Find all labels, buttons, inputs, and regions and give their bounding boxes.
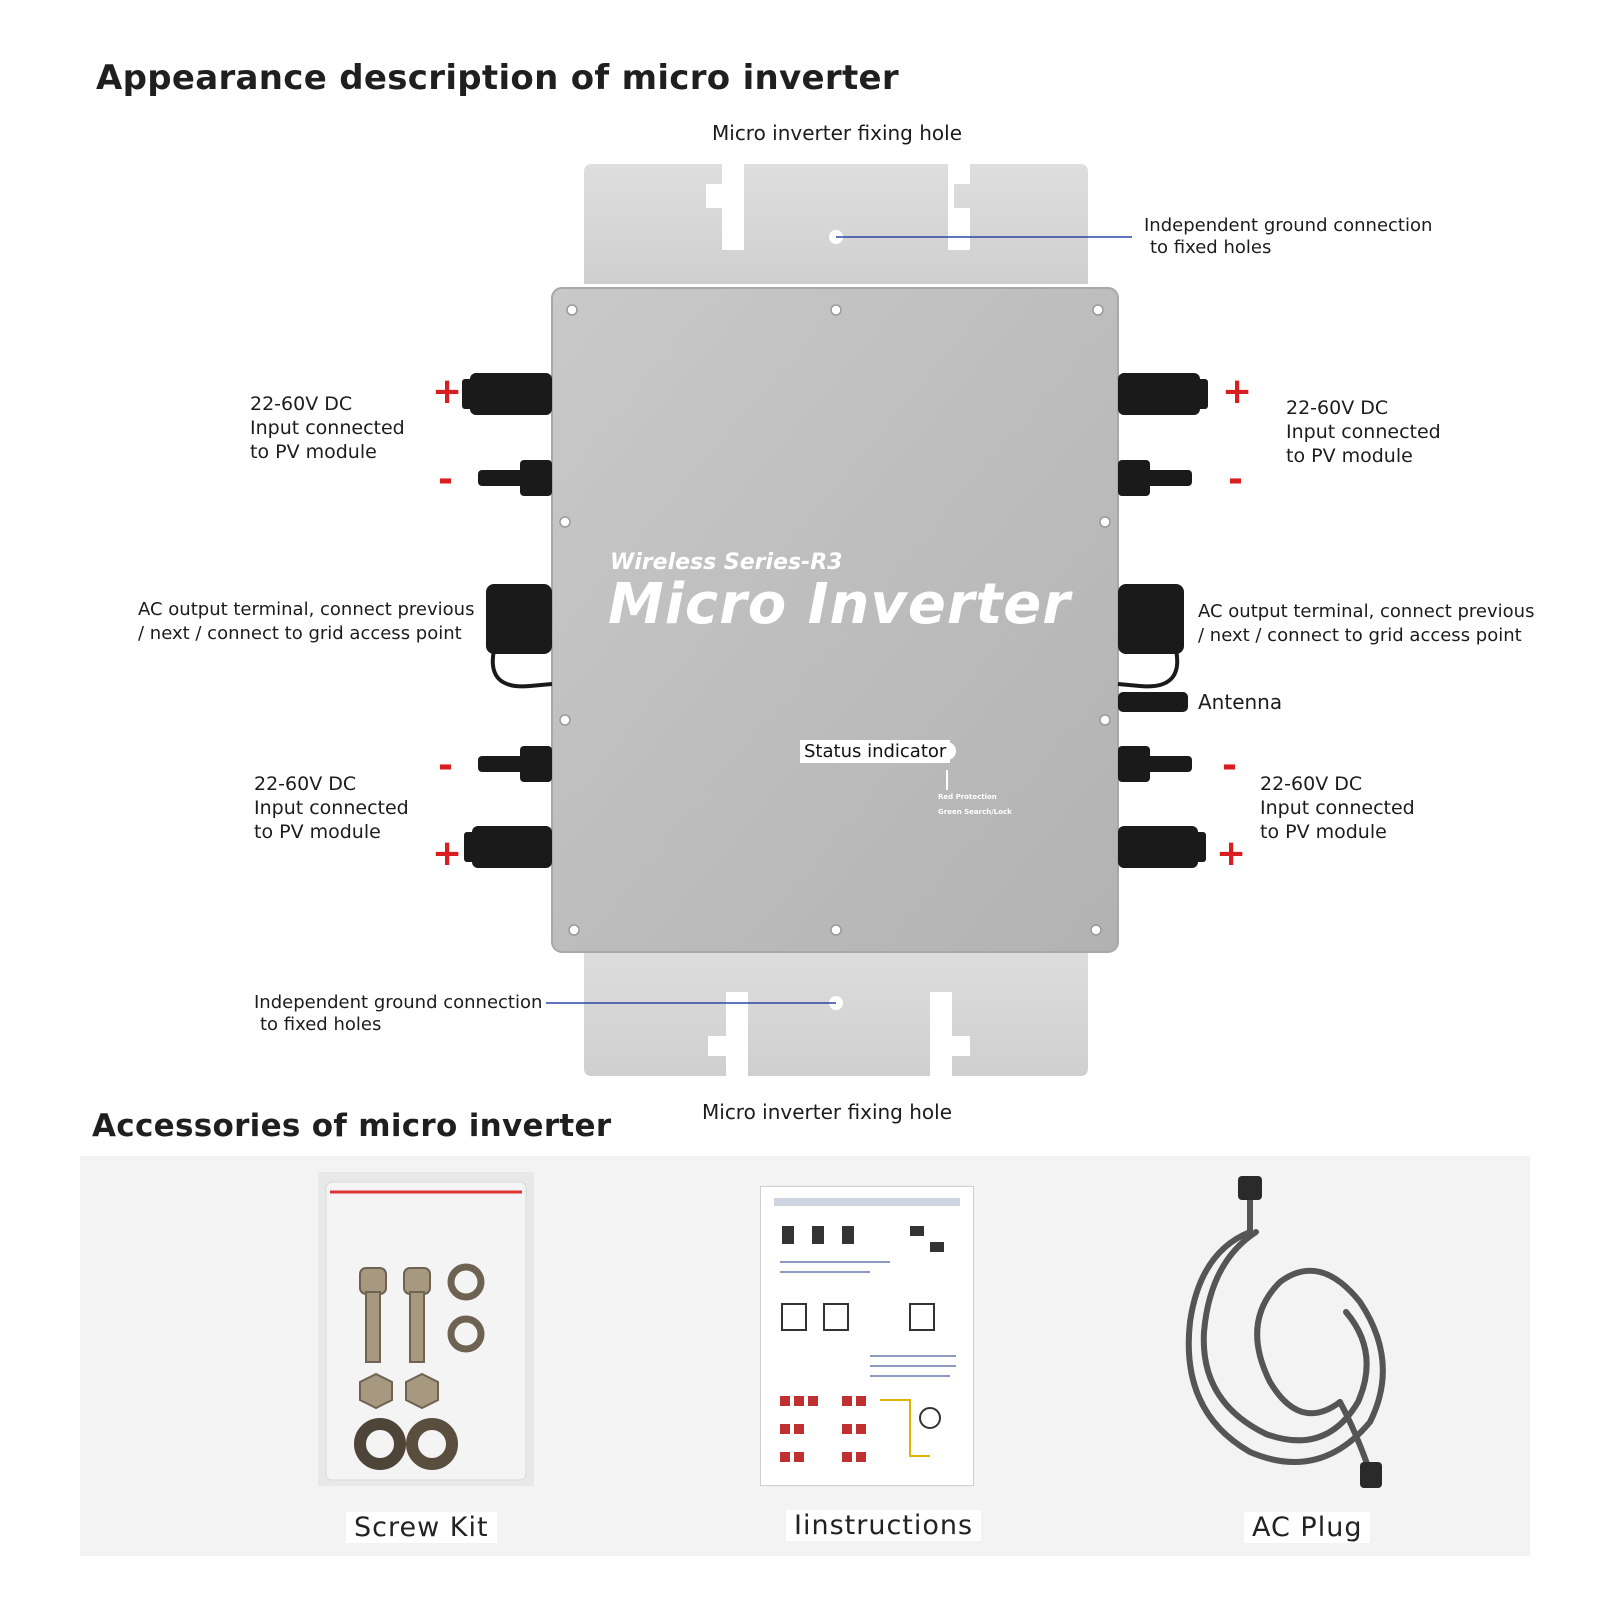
minus-sign-bottom-right: - [1222,745,1237,786]
series-label: Wireless Series-R3 [610,550,843,575]
fixing-slot-bottom-left [708,992,748,1076]
fixing-slot-bottom-right [930,992,970,1076]
dc-input-label-top-left: 22-60V DC Input connected to PV module [250,393,405,463]
led-notes: Red Protection Green Search/Lock [938,790,1012,820]
ac-output-label-left: AC output terminal, connect previous / n… [138,599,475,644]
appearance-heading: Appearance description of micro inverter [96,58,899,98]
antenna-label: Antenna [1198,690,1283,714]
dc-input-label-bottom-left: 22-60V DC Input connected to PV module [254,773,409,843]
top-mounting-plate [584,164,1088,284]
accessory-label-ac-plug: AC Plug [1244,1512,1371,1543]
accessory-label-screw-kit: Screw Kit [346,1512,497,1543]
ground-connection-label-top: Independent ground connection to fixed h… [1144,215,1433,258]
right-connectors [1117,373,1208,868]
accessories-heading: Accessories of micro inverter [92,1108,612,1144]
minus-sign-bottom-left: - [438,745,453,786]
led-note-green: Green Search/Lock [938,808,1012,816]
product-name: Micro Inverter [608,572,1071,637]
ac-output-label-right: AC output terminal, connect previous / n… [1198,601,1535,646]
plus-sign-bottom-right: + [1216,833,1247,874]
status-indicator-label: Status indicator [800,740,951,763]
plus-sign-top-right: + [1222,371,1253,412]
minus-sign-top-right: - [1228,459,1243,500]
bottom-mounting-plate [584,944,1088,1076]
fixing-hole-label-bottom: Micro inverter fixing hole [702,1100,952,1124]
fixing-slot-top-left [706,164,744,250]
left-connectors [462,373,553,868]
screw-kit-image [318,1172,534,1486]
fixing-hole-label-top: Micro inverter fixing hole [712,121,962,145]
dc-input-label-top-right: 22-60V DC Input connected to PV module [1286,397,1441,467]
ground-connection-label-bottom: Independent ground connection to fixed h… [254,992,543,1035]
dc-input-label-bottom-right: 22-60V DC Input connected to PV module [1260,773,1415,843]
instructions-image [760,1186,974,1486]
led-note-red: Red Protection [938,793,997,801]
ac-plug-image [1185,1176,1386,1488]
plus-sign-bottom-left: + [432,833,463,874]
minus-sign-top-left: - [438,459,453,500]
fixing-slot-top-right [948,164,970,250]
plus-sign-top-left: + [432,371,463,412]
accessory-label-instructions: Iinstructions [786,1510,982,1541]
micro-inverter-illustration [462,164,1208,1076]
